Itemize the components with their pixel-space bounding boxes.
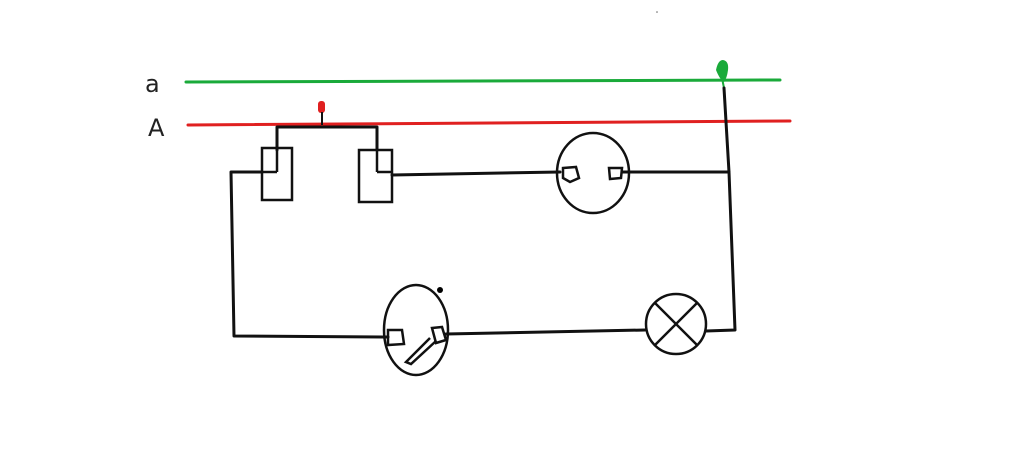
switch bbox=[382, 283, 450, 377]
neutral-junction-marker bbox=[716, 60, 729, 89]
fuse-to-socket-wire bbox=[390, 170, 562, 177]
lamp bbox=[644, 292, 708, 356]
neutral-line bbox=[184, 78, 782, 84]
phase-line-label: A bbox=[148, 114, 165, 142]
switch-to-lamp-wire bbox=[444, 328, 647, 336]
phase-line bbox=[186, 119, 792, 127]
stray-dot bbox=[656, 11, 658, 13]
fuse-bridge-wire bbox=[275, 125, 379, 152]
neutral-line-label: a bbox=[145, 70, 160, 98]
phase-junction-marker bbox=[318, 101, 325, 125]
neutral-drop-wire bbox=[704, 86, 737, 333]
socket bbox=[555, 131, 631, 215]
left-loop-wire bbox=[229, 170, 390, 339]
fuse-1 bbox=[260, 146, 294, 202]
switch-indicator-dot bbox=[437, 287, 443, 293]
fuse-2 bbox=[357, 148, 394, 204]
